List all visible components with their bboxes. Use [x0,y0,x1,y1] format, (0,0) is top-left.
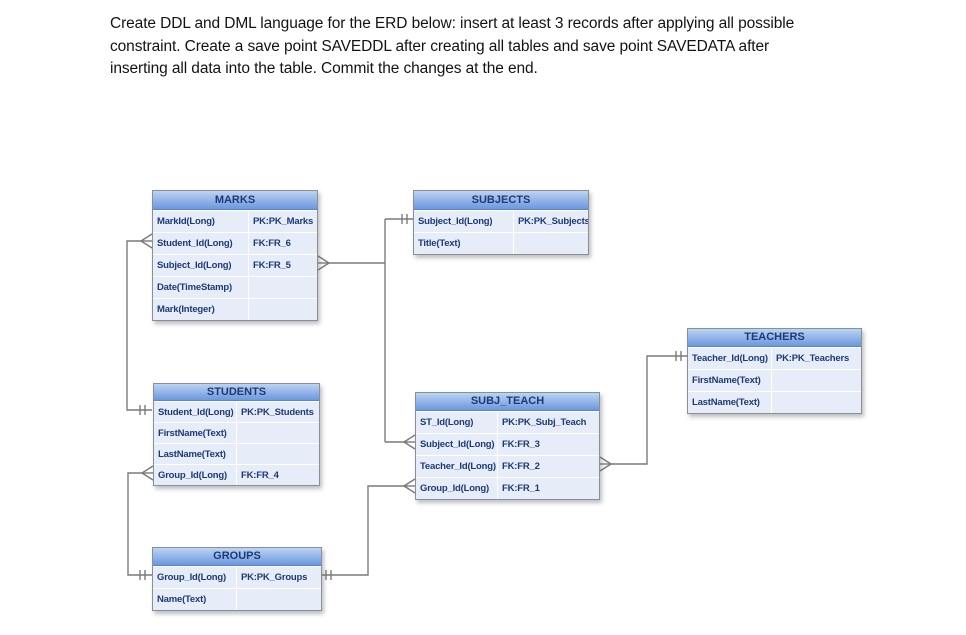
field-name-cell: FirstName(Text) [688,370,771,391]
table-row: Teacher_Id(Long)FK:FR_2 [416,456,599,477]
task-instructions: Create DDL and DML language for the ERD … [110,13,870,81]
instruction-line-3: inserting all data into the table. Commi… [110,60,538,77]
table-title-marks: MARKS [153,191,317,210]
field-name-cell: LastName(Text) [688,392,771,413]
field-name-cell: Subject_Id(Long) [416,434,497,455]
key-constraint-cell [237,444,319,464]
table-row: Name(Text) [153,589,321,610]
table-row: ST_Id(Long)PK:PK_Subj_Teach [416,412,599,433]
key-constraint-cell: PK:PK_Groups [237,567,321,588]
table-row: Teacher_Id(Long)PK:PK_Teachers [688,348,861,369]
field-name-cell: FirstName(Text) [154,423,236,443]
field-name-cell: Date(TimeStamp) [153,277,248,298]
field-name-cell: Mark(Integer) [153,299,248,320]
relationship-marks-subjects [317,214,413,442]
key-constraint-cell: PK:PK_Marks [249,211,317,232]
table-row: Student_Id(Long)PK:PK_Students [154,402,319,422]
field-name-cell: MarkId(Long) [153,211,248,232]
key-constraint-cell: FK:FR_4 [237,465,319,485]
table-row: Subject_Id(Long)FK:FR_5 [153,255,317,276]
relationship-subj_teach-subjects [385,434,416,450]
table-row: Group_Id(Long)FK:FR_1 [416,478,599,499]
key-constraint-cell [237,423,319,443]
table-row: Subject_Id(Long)FK:FR_3 [416,434,599,455]
table-row: Title(Text) [414,233,588,254]
key-constraint-cell: FK:FR_5 [249,255,317,276]
table-row: MarkId(Long)PK:PK_Marks [153,211,317,232]
relationship-subj_teach-groups [322,478,416,580]
relationship-subj_teach-teachers [599,351,687,472]
key-constraint-cell: FK:FR_2 [498,456,599,477]
field-name-cell: Subject_Id(Long) [153,255,248,276]
instruction-line-1: Create DDL and DML language for the ERD … [110,15,795,32]
key-constraint-cell [249,299,317,320]
table-title-subjects: SUBJECTS [414,191,588,210]
field-name-cell: Group_Id(Long) [416,478,497,499]
field-name-cell: LastName(Text) [154,444,236,464]
key-constraint-cell: PK:PK_Teachers [772,348,861,369]
key-constraint-cell: FK:FR_3 [498,434,599,455]
field-name-cell: Group_Id(Long) [153,567,236,588]
field-name-cell: Teacher_Id(Long) [416,456,497,477]
field-name-cell: Title(Text) [414,233,513,254]
key-constraint-cell [237,589,321,610]
key-constraint-cell: FK:FR_1 [498,478,599,499]
table-row: LastName(Text) [154,444,319,464]
field-name-cell: Subject_Id(Long) [414,211,513,232]
key-constraint-cell: PK:PK_Subjects [514,211,588,232]
key-constraint-cell [514,233,588,254]
table-row: FirstName(Text) [688,370,861,391]
key-constraint-cell: FK:FR_6 [249,233,317,254]
table-row: Mark(Integer) [153,299,317,320]
key-constraint-cell [249,277,317,298]
field-name-cell: Teacher_Id(Long) [688,348,771,369]
table-row: Date(TimeStamp) [153,277,317,298]
field-name-cell: Student_Id(Long) [154,402,236,422]
table-title-groups: GROUPS [153,548,321,566]
key-constraint-cell: PK:PK_Students [237,402,319,422]
table-row: FirstName(Text) [154,423,319,443]
table-row: Group_Id(Long)FK:FR_4 [154,465,319,485]
table-title-students: STUDENTS [154,384,319,401]
table-title-teachers: TEACHERS [688,329,861,347]
key-constraint-cell [772,392,861,413]
table-title-subj_teach: SUBJ_TEACH [416,393,599,411]
field-name-cell: Student_Id(Long) [153,233,248,254]
field-name-cell: ST_Id(Long) [416,412,497,433]
table-row: Subject_Id(Long)PK:PK_Subjects [414,211,588,232]
relationship-marks-students [126,233,153,415]
table-row: Group_Id(Long)PK:PK_Groups [153,567,321,588]
key-constraint-cell [772,370,861,391]
instruction-line-2: constraint. Create a save point SAVEDDL … [110,37,770,55]
table-row: LastName(Text) [688,392,861,413]
field-name-cell: Name(Text) [153,589,236,610]
relationship-students-groups [127,465,154,580]
field-name-cell: Group_Id(Long) [154,465,236,485]
table-row: Student_Id(Long)FK:FR_6 [153,233,317,254]
key-constraint-cell: PK:PK_Subj_Teach [498,412,599,433]
